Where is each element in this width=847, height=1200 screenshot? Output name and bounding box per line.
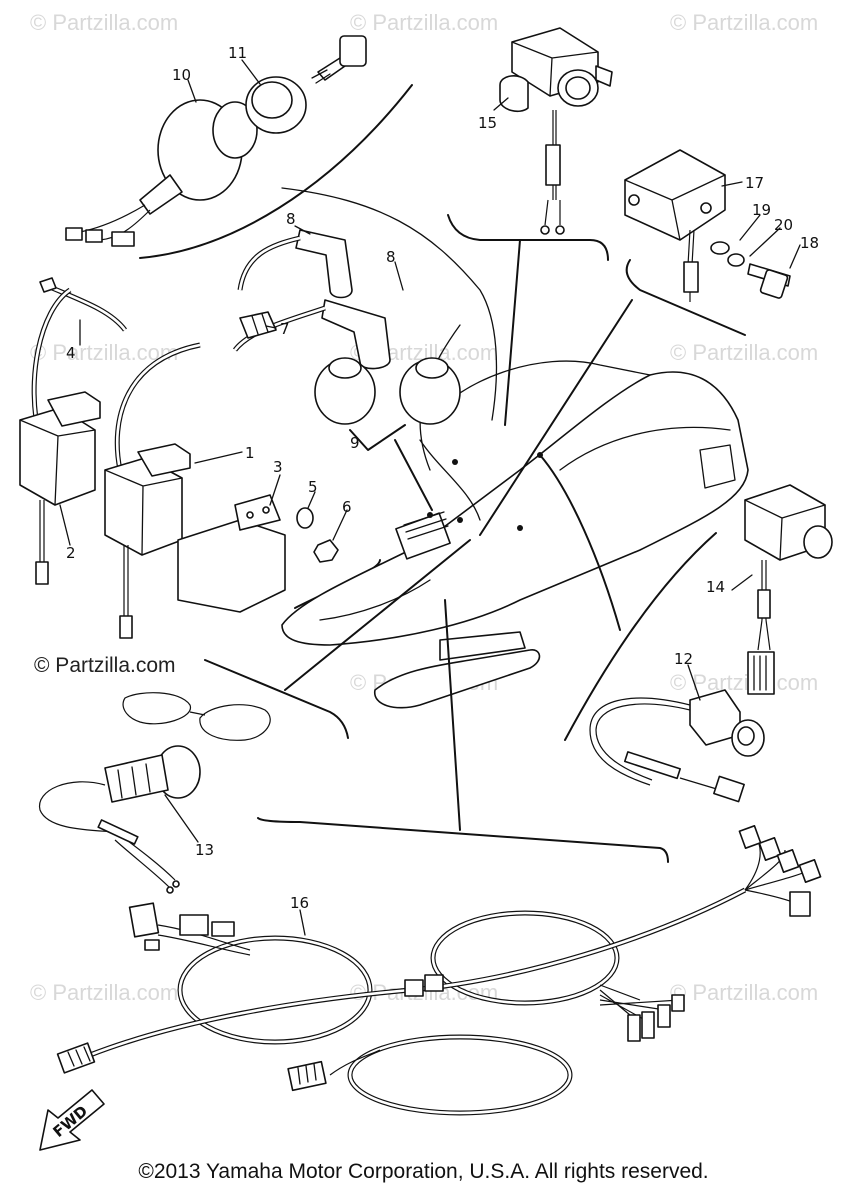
callout-14: 14 bbox=[706, 578, 725, 596]
group-brackets bbox=[139, 84, 746, 863]
callout-20: 20 bbox=[774, 216, 793, 234]
callout-5: 5 bbox=[308, 478, 318, 496]
plug-caps bbox=[233, 229, 391, 370]
ignition-coil-2 bbox=[19, 277, 127, 585]
callout-15: 15 bbox=[478, 114, 497, 132]
callout-13: 13 bbox=[195, 841, 214, 859]
watermark-dark: © Partzilla.com bbox=[34, 654, 176, 677]
callout-18: 18 bbox=[800, 234, 819, 252]
watermark: © Partzilla.com bbox=[670, 980, 818, 1005]
watermark: © Partzilla.com bbox=[670, 340, 818, 365]
callout-2: 2 bbox=[66, 544, 76, 562]
callout-16: 16 bbox=[290, 894, 309, 912]
callout-7: 7 bbox=[280, 320, 290, 338]
callout-labels: 11 10 15 17 19 20 18 8 8 7 4 9 1 3 5 6 2… bbox=[66, 44, 819, 912]
callout-1: 1 bbox=[245, 444, 255, 462]
plug-boots bbox=[314, 357, 461, 451]
callout-8a: 8 bbox=[286, 210, 296, 228]
callout-3: 3 bbox=[273, 458, 283, 476]
throttle-switch-13 bbox=[39, 692, 271, 894]
watermark: © Partzilla.com bbox=[670, 670, 818, 695]
callout-12: 12 bbox=[674, 650, 693, 668]
regulator-17 bbox=[624, 149, 791, 302]
copyright-footer: ©2013 Yamaha Motor Corporation, U.S.A. A… bbox=[138, 1160, 709, 1183]
callout-6: 6 bbox=[342, 498, 352, 516]
callout-leaders bbox=[59, 59, 801, 936]
watermark: © Partzilla.com bbox=[350, 10, 498, 35]
watermark: © Partzilla.com bbox=[30, 340, 178, 365]
snowmobile-body bbox=[281, 239, 749, 831]
callout-10: 10 bbox=[172, 66, 191, 84]
watermark: © Partzilla.com bbox=[30, 10, 178, 35]
clip-7 bbox=[239, 311, 277, 339]
sensor-12 bbox=[589, 689, 765, 803]
callout-4: 4 bbox=[66, 344, 76, 362]
callout-9: 9 bbox=[350, 434, 360, 452]
switch-14 bbox=[744, 484, 833, 695]
callout-8b: 8 bbox=[386, 248, 396, 266]
wire-harness-16 bbox=[56, 825, 822, 1116]
watermark: © Partzilla.com bbox=[670, 10, 818, 35]
fwd-arrow: FWD bbox=[39, 1089, 105, 1151]
washer-nut bbox=[296, 507, 339, 563]
callout-17: 17 bbox=[745, 174, 764, 192]
callout-19: 19 bbox=[752, 201, 771, 219]
main-switch-assembly bbox=[65, 35, 367, 247]
bracket-3 bbox=[177, 494, 286, 613]
watermark: © Partzilla.com bbox=[30, 980, 178, 1005]
switch-15 bbox=[499, 27, 613, 235]
callout-11: 11 bbox=[228, 44, 247, 62]
